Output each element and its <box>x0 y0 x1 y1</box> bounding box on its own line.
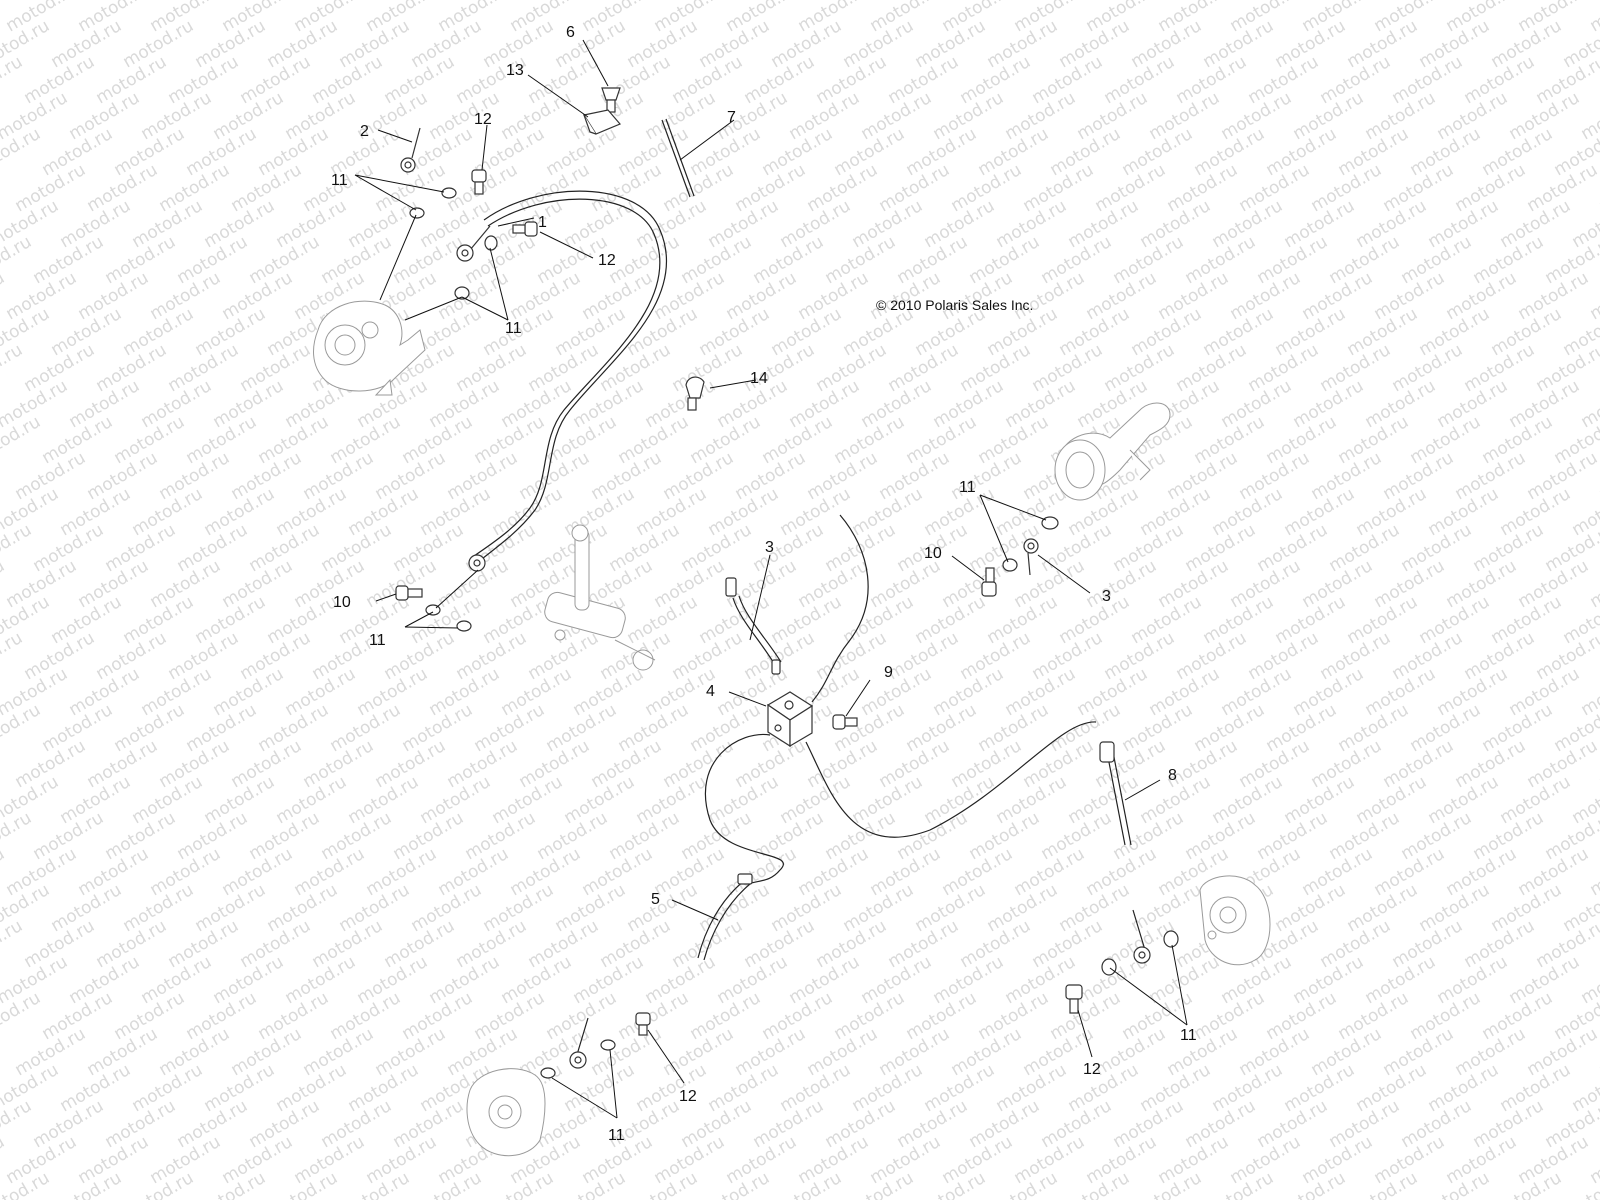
watermark-text: motod.ru <box>1596 448 1600 504</box>
watermark-text: motod.ru <box>1587 556 1600 612</box>
banjo-fitting-master <box>468 554 486 572</box>
washer <box>409 207 425 219</box>
callout-12: 12 <box>679 1088 697 1105</box>
callout-12: 12 <box>474 111 492 128</box>
watermark-text: motod.ru <box>1596 160 1600 216</box>
copyright-notice: © 2010 Polaris Sales Inc. <box>876 297 1033 313</box>
callout-14: 14 <box>750 370 768 387</box>
washer <box>441 187 457 199</box>
callout-12: 12 <box>1083 1061 1101 1078</box>
hose-5-fitting <box>737 873 753 885</box>
washer <box>456 620 472 632</box>
watermark-text: motod.ru <box>1587 268 1600 324</box>
washer <box>600 1039 616 1051</box>
callout-11: 11 <box>505 320 522 337</box>
callout-2: 2 <box>360 123 369 140</box>
callout-8: 8 <box>1168 767 1177 784</box>
callout-10: 10 <box>924 545 942 562</box>
rear-right-caliper <box>1199 875 1271 966</box>
callout-11: 11 <box>1180 1027 1197 1044</box>
rear-left-caliper <box>466 1068 546 1157</box>
banjo-fitting-3-right <box>1023 538 1039 576</box>
watermark-text: motod.ru <box>0 916 26 972</box>
watermark-text: motod.ru <box>1596 736 1600 792</box>
banjo-fitting-rear-left <box>569 1051 587 1069</box>
banjo-fitting-rear-right <box>1133 946 1151 964</box>
callout-7: 7 <box>727 109 736 126</box>
washer <box>1002 558 1018 572</box>
watermark-text: motod.ru <box>1587 844 1600 900</box>
hose-8-fitting <box>1099 741 1115 763</box>
callout-11: 11 <box>608 1127 625 1144</box>
callout-1: 1 <box>538 214 547 231</box>
washer <box>1101 958 1117 976</box>
clip-14 <box>685 376 705 411</box>
callout-10: 10 <box>333 594 351 611</box>
washer <box>484 235 498 251</box>
watermark-text: motod.ru <box>1587 1132 1600 1188</box>
callout-11: 11 <box>331 172 348 189</box>
watermark-text: motod.ru <box>1596 1024 1600 1080</box>
watermark-text: motod.ru <box>0 340 26 396</box>
washer <box>540 1067 556 1079</box>
washer <box>1163 930 1179 948</box>
watermark-text: motod.ru <box>1587 0 1600 36</box>
callout-12: 12 <box>598 252 616 269</box>
callout-11: 11 <box>369 632 386 649</box>
callout-4: 4 <box>706 683 715 700</box>
watermark-text: motod.ru <box>0 628 26 684</box>
callout-6: 6 <box>566 24 575 41</box>
callout-5: 5 <box>651 891 660 908</box>
callout-13: 13 <box>506 62 524 79</box>
washer <box>1041 516 1059 530</box>
watermark-text: motod.ru <box>0 52 26 108</box>
callout-9: 9 <box>884 664 893 681</box>
callout-11: 11 <box>959 479 976 496</box>
callout-3: 3 <box>1102 588 1111 605</box>
callout-3: 3 <box>765 539 774 556</box>
